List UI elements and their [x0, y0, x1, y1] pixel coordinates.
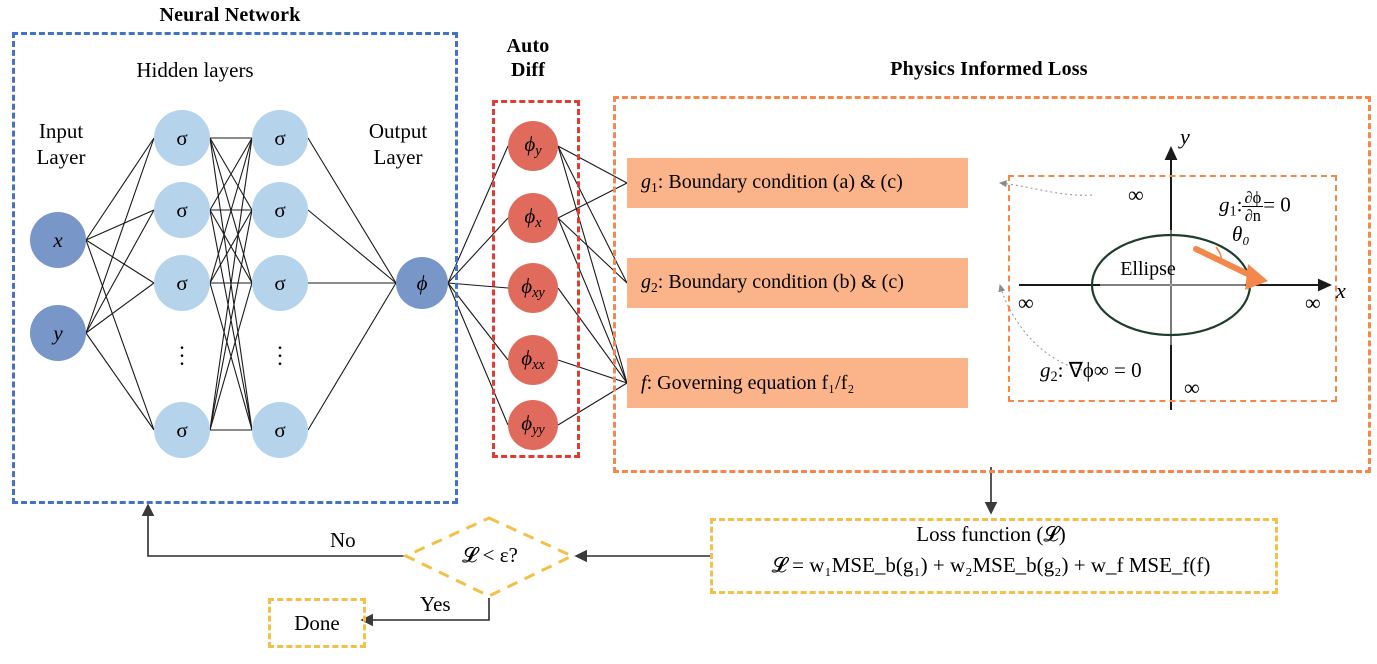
output-layer-label-line2: Layer — [373, 145, 423, 170]
hidden2-node-3: σ — [252, 255, 308, 311]
hidden1-ellipsis: ... — [179, 329, 185, 370]
input-layer-label-line2: Layer — [36, 145, 86, 170]
hidden2-node-1: σ — [252, 110, 308, 166]
hidden1-node-3: σ — [154, 255, 210, 311]
branch-no-label: No — [330, 528, 356, 552]
hidden1-node-2-label: σ — [176, 197, 188, 222]
schematic-g2-rhs: : ∇ϕ∞ = 0 — [1057, 358, 1142, 382]
physics-box-g2: g2: Boundary condition (b) & (c) — [627, 258, 968, 308]
autodiff-node-phi-y-label: ϕy — [524, 132, 542, 159]
input-node-x-label: x — [53, 227, 63, 252]
hidden-layers-label: Hidden layers — [136, 58, 254, 82]
physics-box-g1: g1: Boundary condition (a) & (c) — [627, 158, 968, 208]
done-box: Done — [268, 598, 366, 648]
neural-network-title: Neural Network — [159, 4, 301, 26]
autodiff-node-phi-xy: ϕxy — [508, 263, 558, 313]
autodiff-node-phi-xx-label: ϕxx — [521, 346, 545, 373]
decision-condition-label: 𝓛 < ε? — [462, 543, 518, 567]
hidden1-node-4-label: σ — [176, 417, 188, 442]
autodiff-node-phi-y: ϕy — [508, 121, 558, 171]
hidden1-node-1-label: σ — [176, 125, 188, 150]
autodiff-node-phi-yy: ϕyy — [508, 400, 558, 450]
loss-function-equation: 𝓛 = w₁MSE_b(g₁) + w₂MSE_b(g₂) + w_f MSE_… — [771, 553, 1211, 577]
output-node-phi-label: ϕ — [416, 270, 428, 295]
autodiff-node-phi-xy-label: ϕxy — [521, 274, 545, 301]
schematic-g1-rhs: = 0 — [1263, 192, 1291, 217]
hidden1-node-2: σ — [154, 182, 210, 238]
output-layer-label: Output Layer — [348, 118, 448, 171]
auto-diff-title-line2: Diff — [510, 59, 546, 82]
schematic-g2-condition: g2: ∇ϕ∞ = 0 — [1040, 358, 1142, 385]
hidden2-node-2-label: σ — [274, 197, 286, 222]
input-node-y: y — [30, 305, 86, 361]
physics-loss-title: Physics Informed Loss — [890, 58, 1088, 80]
infinity-top: ∞ — [1128, 182, 1144, 207]
auto-diff-title-line1: Auto — [506, 35, 550, 57]
physics-box-f-label: f: Governing equation f₁/f₂ — [641, 371, 855, 394]
hidden2-ellipsis: ... — [277, 329, 283, 370]
autodiff-node-phi-xx: ϕxx — [508, 335, 558, 385]
physics-box-g2-label: g2: Boundary condition (b) & (c) — [641, 270, 904, 295]
infinity-bottom: ∞ — [1184, 375, 1200, 400]
hidden2-node-1-label: σ — [274, 125, 286, 150]
axis-y-label: y — [1180, 124, 1190, 149]
output-layer-label-line1: Output — [368, 119, 428, 143]
done-label: Done — [294, 610, 340, 635]
physics-box-g1-label: g1: Boundary condition (a) & (c) — [641, 170, 903, 195]
input-node-x: x — [30, 212, 86, 268]
loss-function-caption: Loss function (𝓛) — [916, 522, 1066, 546]
hidden1-node-3-label: σ — [176, 270, 188, 295]
schematic-g2-sym: g — [1040, 358, 1051, 382]
physics-box-f: f: Governing equation f₁/f₂ — [627, 358, 968, 408]
output-node-phi: ϕ — [396, 257, 448, 309]
auto-diff-box — [492, 100, 580, 458]
autodiff-node-phi-x: ϕx — [508, 193, 558, 243]
physics-loss-box — [613, 96, 1371, 473]
input-layer-label-line1: Input — [38, 119, 84, 143]
schematic-g1-condition: g1:∂ϕ∂n= 0 — [1219, 188, 1291, 226]
schematic-g1-sym: g — [1219, 192, 1230, 217]
input-node-y-label: y — [53, 320, 63, 345]
schematic-angle-label: θ₀ — [1232, 222, 1250, 246]
neural-network-box — [12, 32, 458, 504]
autodiff-node-phi-yy-label: ϕyy — [521, 411, 545, 438]
ellipse-label: Ellipse — [1120, 258, 1176, 280]
autodiff-node-phi-x-label: ϕx — [524, 204, 542, 231]
infinity-left: ∞ — [1018, 290, 1034, 315]
hidden1-node-1: σ — [154, 110, 210, 166]
hidden2-node-3-label: σ — [274, 270, 286, 295]
loss-function-box — [710, 518, 1278, 594]
hidden2-node-4-label: σ — [274, 417, 286, 442]
hidden2-node-2: σ — [252, 182, 308, 238]
branch-yes-label: Yes — [420, 592, 451, 616]
input-layer-label: Input Layer — [16, 118, 106, 171]
hidden2-node-4: σ — [252, 402, 308, 458]
hidden1-node-4: σ — [154, 402, 210, 458]
axis-x-label: x — [1336, 278, 1346, 303]
schematic-inner-box — [1008, 175, 1337, 402]
infinity-right: ∞ — [1305, 290, 1321, 315]
auto-diff-title: Auto Diff — [478, 34, 578, 83]
schematic-g1-fraction: ∂ϕ∂n — [1242, 188, 1264, 226]
